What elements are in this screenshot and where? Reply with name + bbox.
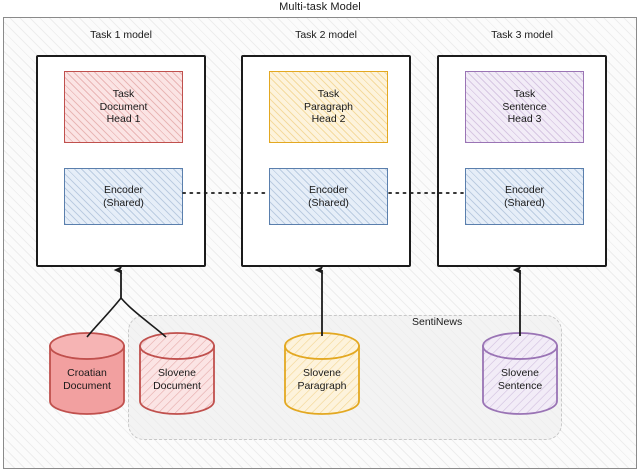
diagram-title: Multi-task Model — [279, 1, 361, 13]
task-3-head-block[interactable]: Task Sentence Head 3 — [465, 71, 584, 143]
task-3-model-label: Task 3 model — [491, 29, 553, 41]
task-1-model-box[interactable]: Task Document Head 1 Encoder (Shared) — [36, 55, 206, 267]
task-1-head-block[interactable]: Task Document Head 1 — [64, 71, 183, 143]
cylinder-slovene-sentence[interactable]: Slovene Sentence — [481, 331, 559, 416]
task-1-model-label: Task 1 model — [90, 29, 152, 41]
task-3-model-box[interactable]: Task Sentence Head 3 Encoder (Shared) — [437, 55, 607, 267]
task-3-head-label: Task Sentence Head 3 — [502, 88, 547, 126]
task-1-encoder-block[interactable]: Encoder (Shared) — [64, 168, 183, 225]
task-2-model-label: Task 2 model — [295, 29, 357, 41]
task-2-encoder-block[interactable]: Encoder (Shared) — [269, 168, 388, 225]
task-3-encoder-label: Encoder (Shared) — [504, 184, 545, 209]
task-2-head-label: Task Paragraph Head 2 — [303, 88, 354, 126]
cylinder-slovene-paragraph[interactable]: Slovene Paragraph — [283, 331, 361, 416]
task-2-head-block[interactable]: Task Paragraph Head 2 — [269, 71, 388, 143]
task-2-encoder-label: Encoder (Shared) — [308, 184, 349, 209]
sentinews-group-label: SentiNews — [412, 316, 463, 328]
task-1-encoder-label: Encoder (Shared) — [103, 184, 144, 209]
task-2-model-box[interactable]: Task Paragraph Head 2 Encoder (Shared) — [241, 55, 411, 267]
task-1-head-label: Task Document Head 1 — [99, 88, 148, 126]
cylinder-croatian-document[interactable]: Croatian Document — [48, 331, 126, 416]
cylinder-slovene-document[interactable]: Slovene Document — [138, 331, 216, 416]
task-3-encoder-block[interactable]: Encoder (Shared) — [465, 168, 584, 225]
